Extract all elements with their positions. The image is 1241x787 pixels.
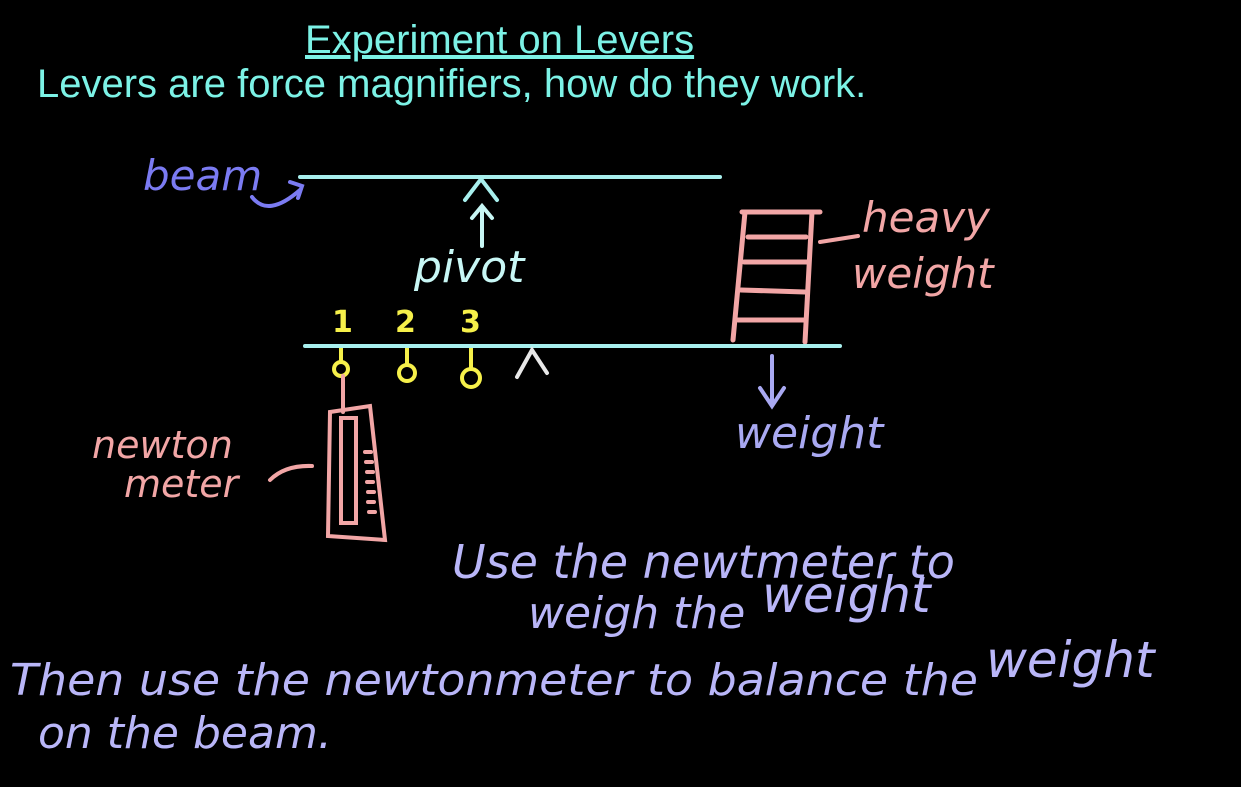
position-3-label: 3 [460,305,481,340]
heavy-weight-stack [730,209,823,345]
heavy-weight-label-line1: heavy [862,193,991,242]
pivot-arrowhead [470,202,494,220]
pivot-label: pivot [413,242,526,293]
note-line-1: Use the newtmeter to [452,535,955,589]
beam-arrowhead [288,180,305,200]
heavy-weight-label-line2: weight [852,249,995,298]
note-line-2b: weight [762,566,933,624]
newton-meter [325,374,388,543]
top-pivot-shape [463,175,499,202]
hook-1 [332,348,350,378]
page-subtitle: Levers are force magnifiers, how do they… [37,62,867,106]
beam-label: beam [143,151,262,200]
lower-pivot-shape [515,346,549,379]
beam-arrow [250,188,302,208]
position-2-label: 2 [395,305,416,340]
heavy-weight-pointer [818,234,860,244]
note-line-4: on the beam. [38,708,332,759]
note-line-3a: Then use the newtonmeter to balance the [10,655,978,706]
hook-3 [460,348,482,389]
page-title: Experiment on Levers [305,18,695,62]
newton-meter-label-line2: meter [124,462,241,506]
hook-2 [397,348,417,383]
note-line-3b: weight [986,631,1157,689]
position-1-label: 1 [332,305,353,340]
weight-arrowhead [758,386,786,410]
weight-label: weight [735,408,885,459]
newton-meter-pointer [268,463,314,482]
newton-meter-label-line1: newton [92,423,233,467]
note-line-2a: weigh the [528,588,745,639]
